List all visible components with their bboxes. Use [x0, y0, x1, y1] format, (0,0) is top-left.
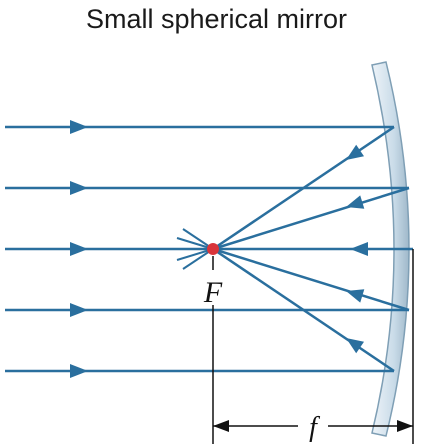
- dimension-arrow-left: [213, 420, 229, 432]
- reflected-ray-1: [212, 125, 395, 251]
- arrowhead-right-3: [70, 242, 88, 256]
- incident-arrowheads: [70, 120, 88, 378]
- reflected-arrowheads: [346, 144, 368, 354]
- reflected-ray-2: [212, 186, 410, 251]
- reflected-ray-5: [212, 247, 395, 373]
- dimension-arrow-right: [397, 420, 413, 432]
- arrowhead-reflected-5: [346, 338, 365, 354]
- arrowhead-right-4: [70, 303, 88, 317]
- arrowhead-right-1: [70, 120, 88, 134]
- reflected-ray-4: [212, 247, 410, 312]
- reflected-rays: [212, 125, 410, 373]
- arrowhead-right-2: [70, 181, 88, 195]
- diagram-title: Small spherical mirror: [85, 4, 348, 34]
- arrowhead-reflected-3: [350, 242, 368, 256]
- arrowhead-right-5: [70, 364, 88, 378]
- focal-point-dot: [207, 243, 219, 255]
- arrowhead-reflected-1: [346, 144, 365, 160]
- arrowhead-reflected-2: [346, 195, 365, 209]
- arrowhead-reflected-4: [346, 289, 365, 303]
- dimension-arrowheads: [213, 420, 413, 432]
- focal-length-label: f: [309, 412, 320, 443]
- diverging-ray-stubs: [176, 228, 214, 270]
- focal-point-label: F: [203, 276, 223, 309]
